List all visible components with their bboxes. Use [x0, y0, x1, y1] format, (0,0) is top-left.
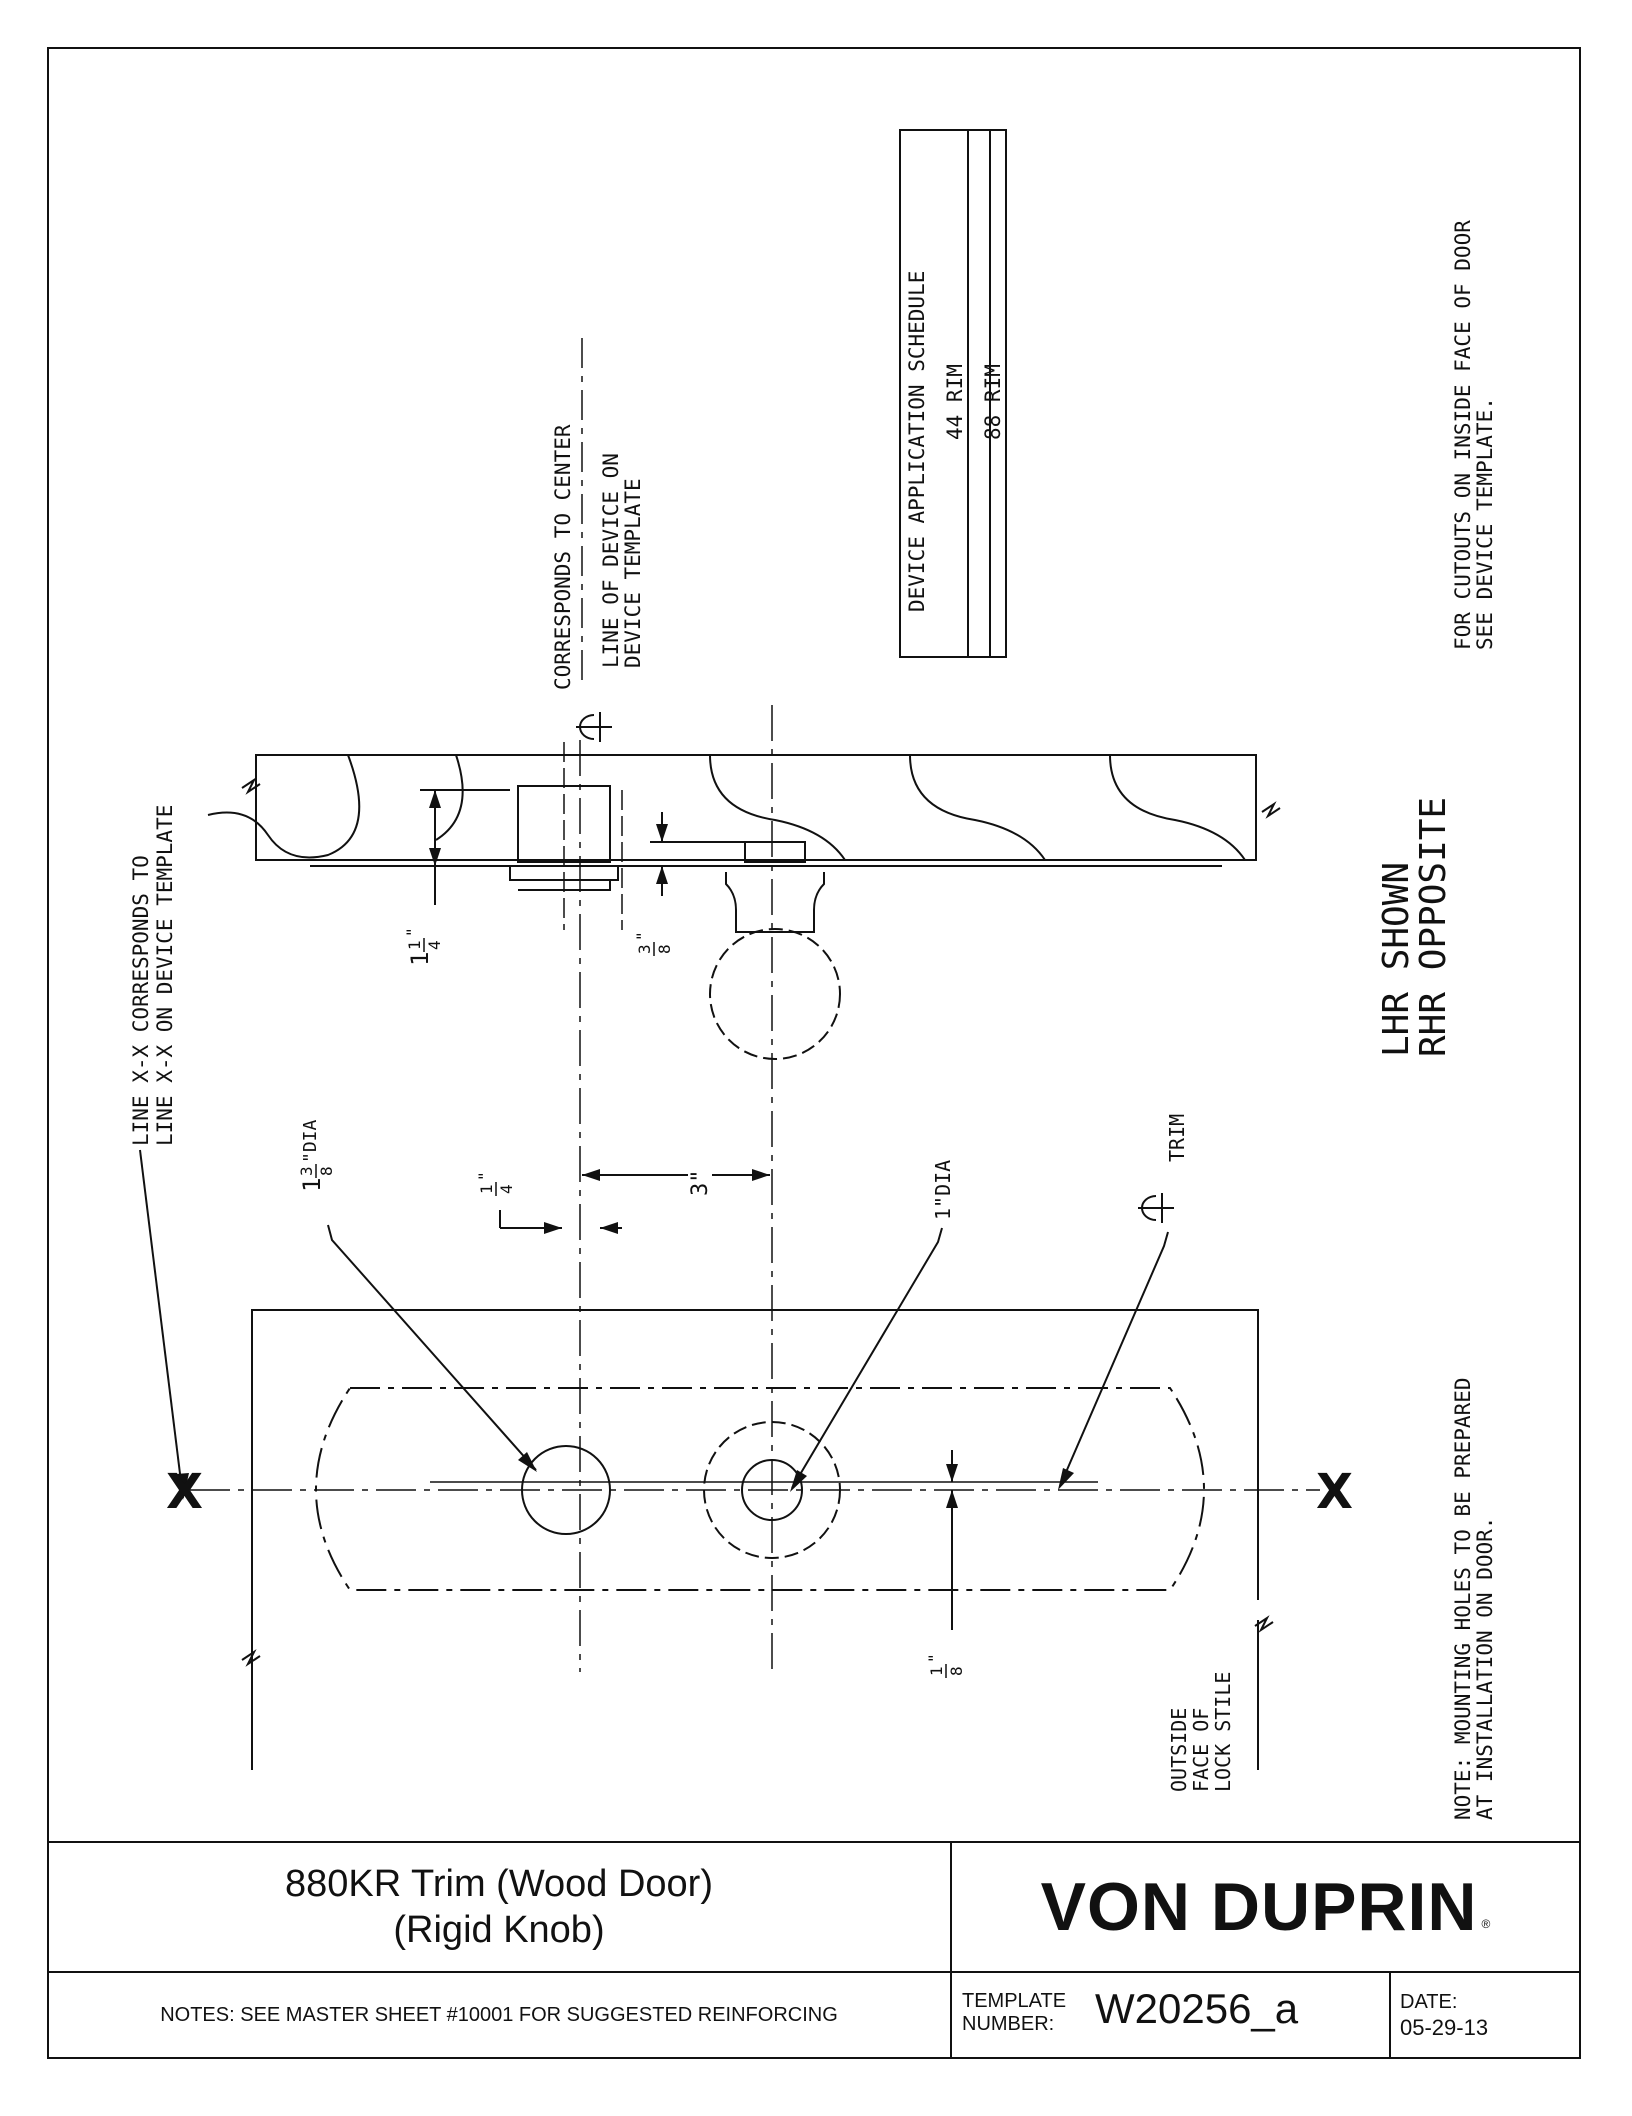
brand-name: VON DUPRIN — [1040, 1869, 1478, 1945]
trim-leader — [1059, 1231, 1169, 1487]
centerline-symbol — [576, 712, 612, 742]
date-label: DATE: — [1400, 1991, 1458, 2013]
line-xx-note-line1: LINE X-X CORRESPONDS TO — [129, 855, 153, 1146]
dim-1-1-4-arrow-bottom — [429, 848, 441, 866]
center-note-line3: DEVICE TEMPLATE — [621, 478, 645, 668]
svg-text:1: 1 — [406, 952, 434, 966]
date-block: DATE: 05-29-13 — [1400, 1990, 1488, 2040]
svg-text:8: 8 — [317, 1166, 336, 1176]
template-title-line1: 880KR Trim (Wood Door) — [285, 1863, 713, 1905]
template-number-label: TEMPLATE NUMBER: — [962, 1990, 1066, 2036]
schedule-title: DEVICE APPLICATION SCHEDULE — [905, 271, 929, 612]
x-marker-right: X — [1316, 1464, 1353, 1520]
dim-1-dia-leader — [791, 1227, 943, 1489]
dim-1-4-arrow-left — [544, 1222, 562, 1234]
dim-1-1-4-label: 1 1 4 " — [403, 927, 444, 966]
cylinder-hole-1-3-8-dia — [521, 1445, 611, 1535]
svg-text:3: 3 — [635, 944, 654, 954]
template-title: 880KR Trim (Wood Door) (Rigid Knob) — [48, 1843, 950, 1971]
schedule-row-88: 88 RIM — [981, 364, 1005, 440]
dim-1-8-arrow-top — [946, 1464, 958, 1482]
x-marker-left: X — [166, 1464, 203, 1520]
dim-1-3-8-dia-leader — [327, 1224, 537, 1471]
schedule-row-44: 44 RIM — [943, 364, 967, 440]
trim-centerline-symbol — [1138, 1193, 1174, 1223]
dim-1-dia-label: 1"DIA — [931, 1160, 955, 1220]
escutcheon-outline — [315, 1387, 1205, 1591]
dim-1-3-8-dia-label: 1 3 8 "DIA — [297, 1119, 336, 1192]
svg-text:3: 3 — [297, 1166, 316, 1176]
dim-1-4-label: 1 4 " — [475, 1171, 516, 1196]
template-number: W20256_a — [1095, 1985, 1299, 2032]
dim-1-4-arrow-right — [600, 1222, 618, 1234]
svg-text:": " — [925, 1653, 944, 1663]
sheet-border — [47, 47, 1581, 2059]
dim-1-4-lines — [499, 1174, 770, 1229]
template-label-line2: NUMBER: — [962, 2013, 1055, 2035]
schedule-table — [899, 129, 1007, 658]
reinforcing-notes: NOTES: SEE MASTER SHEET #10001 FOR SUGGE… — [160, 2003, 838, 2026]
brand-registered-mark: ® — [1481, 1917, 1492, 1931]
center-note-line2: LINE OF DEVICE ON — [599, 453, 623, 668]
svg-text:1: 1 — [927, 1666, 946, 1676]
dim-1-dia-arrowhead — [790, 1470, 807, 1492]
dim-1-8-arrow-bottom — [946, 1490, 958, 1508]
trim-arrowhead — [1058, 1468, 1074, 1490]
rose-outline — [703, 1421, 841, 1559]
template-title-line2: (Rigid Knob) — [393, 1909, 605, 1951]
svg-text:": " — [633, 931, 652, 941]
dim-3-arrow-left — [582, 1169, 600, 1181]
mounting-note-line2: AT INSTALLATION ON DOOR. — [1473, 1517, 1497, 1820]
handing-line1: LHR SHOWN — [1376, 862, 1417, 1057]
trim-label: TRIM — [1165, 1114, 1189, 1162]
dim-3-8-label: 3 8 " — [633, 931, 674, 956]
date-value: 05-29-13 — [1400, 2015, 1489, 2040]
brand-logo: VON DUPRIN® — [952, 1843, 1580, 1971]
svg-text:"DIA: "DIA — [300, 1119, 321, 1163]
knob-profile — [709, 841, 841, 1060]
stile-note-line2: FACE OF — [1189, 1708, 1213, 1792]
dim-3-8-arrow-bottom — [656, 866, 668, 884]
line-xx-arrowhead — [176, 1473, 189, 1500]
line-xx-leader — [139, 1149, 184, 1499]
svg-text:8: 8 — [947, 1666, 966, 1676]
door-face-elevation — [241, 1309, 1274, 1770]
svg-text:4: 4 — [497, 1184, 516, 1194]
svg-text:4: 4 — [425, 940, 444, 950]
dim-1-3-8-dia-arrowhead — [518, 1452, 537, 1472]
dim-3-8-arrow-top — [656, 824, 668, 842]
center-note-line1: CORRESPONDS TO CENTER — [551, 424, 575, 690]
mounting-note-line1: NOTE: MOUNTING HOLES TO BE PREPARED — [1451, 1377, 1475, 1820]
dim-3-label: 3" — [688, 1170, 713, 1197]
svg-text:": " — [403, 927, 422, 937]
stile-note-line1: OUTSIDE — [1167, 1708, 1191, 1792]
cutouts-note-line2: SEE DEVICE TEMPLATE. — [1473, 397, 1497, 650]
door-edge-section — [207, 754, 1281, 867]
spindle-hole-1-dia — [741, 1459, 803, 1521]
svg-text:1: 1 — [405, 940, 424, 950]
template-label-line1: TEMPLATE — [962, 1990, 1067, 2012]
svg-text:1: 1 — [477, 1184, 496, 1194]
svg-text:1: 1 — [298, 1178, 326, 1192]
svg-text:8: 8 — [655, 944, 674, 954]
stile-note-line3: LOCK STILE — [1211, 1672, 1235, 1792]
dim-3-arrow-right — [752, 1169, 770, 1181]
cutouts-note-line1: FOR CUTOUTS ON INSIDE FACE OF DOOR — [1451, 220, 1475, 650]
handing-line2: RHR OPPOSITE — [1413, 797, 1454, 1057]
dim-1-1-4-arrow-top — [429, 790, 441, 808]
dim-1-8-label: 1 8 " — [925, 1653, 966, 1678]
svg-text:": " — [475, 1171, 494, 1181]
line-xx-note-line2: LINE X-X ON DEVICE TEMPLATE — [153, 805, 177, 1146]
